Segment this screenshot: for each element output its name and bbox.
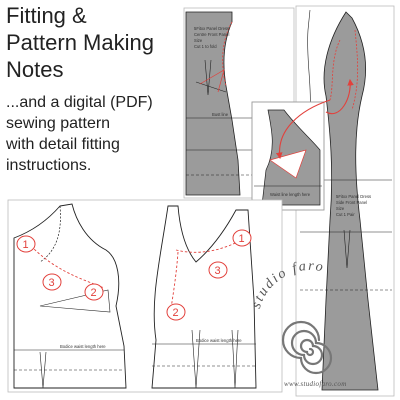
headline-line-1: Fitting & — [6, 3, 87, 28]
svg-text:2: 2 — [173, 307, 179, 319]
marker-2-left: 2 — [84, 283, 104, 301]
pattern-sheet-overlay: Waist line length here — [251, 78, 354, 211]
headline: Fitting & Pattern Making Notes — [6, 2, 181, 83]
svg-text:1: 1 — [239, 233, 245, 245]
marker-1-left: 1 — [16, 235, 36, 253]
side-front-label-3: Size — [336, 206, 345, 211]
side-front-label-1: 5Fitxx Panel Dress — [336, 194, 371, 199]
marker-2-right: 2 — [166, 303, 186, 321]
subline-line-1: ...and a digital (PDF) — [6, 94, 153, 111]
spiral-icon — [281, 320, 333, 375]
marker-3-left: 3 — [42, 273, 62, 291]
side-front-panel-shape — [321, 11, 379, 391]
center-front-label-4: Cut 1 to fold — [194, 44, 217, 49]
headline-line-2: Pattern Making — [6, 30, 154, 55]
side-front-label-2: Side Front Panel — [336, 200, 367, 205]
marker-1-right: 1 — [232, 229, 252, 247]
right-bodice-outline — [151, 205, 257, 389]
bust-label-cf: Bust line — [212, 112, 229, 117]
pattern-sheet-bodice: Bodice waist length here 1 3 2 Bodice wa… — [7, 199, 283, 393]
subline-line-2: sewing pattern — [6, 115, 111, 132]
marker-3-right: 3 — [208, 261, 228, 279]
headline-line-3: Notes — [6, 57, 64, 82]
subline: ...and a digital (PDF) sewing pattern wi… — [6, 92, 181, 176]
side-front-label-4: Cut 1 Pair — [336, 212, 355, 217]
center-front-label-1: 5Fitxx Panel Dress — [194, 26, 229, 31]
center-front-label-3: Size — [194, 38, 203, 43]
brand-url: www.studiofaro.com — [284, 380, 347, 388]
left-bodice-outline — [13, 203, 127, 389]
subline-line-4: instructions. — [6, 157, 92, 174]
waist-label-overlay: Waist line length here — [270, 192, 311, 197]
subline-line-3: with detail fitting — [6, 136, 120, 153]
svg-text:1: 1 — [23, 239, 29, 251]
svg-text:3: 3 — [215, 265, 221, 277]
bodice-label-left: Bodice waist length here — [60, 344, 106, 349]
svg-text:2: 2 — [91, 287, 97, 299]
bodice-label-right: Bodice waist length here — [196, 338, 242, 343]
center-front-label-2: Centre Front Panel — [194, 32, 229, 37]
svg-text:3: 3 — [49, 277, 55, 289]
